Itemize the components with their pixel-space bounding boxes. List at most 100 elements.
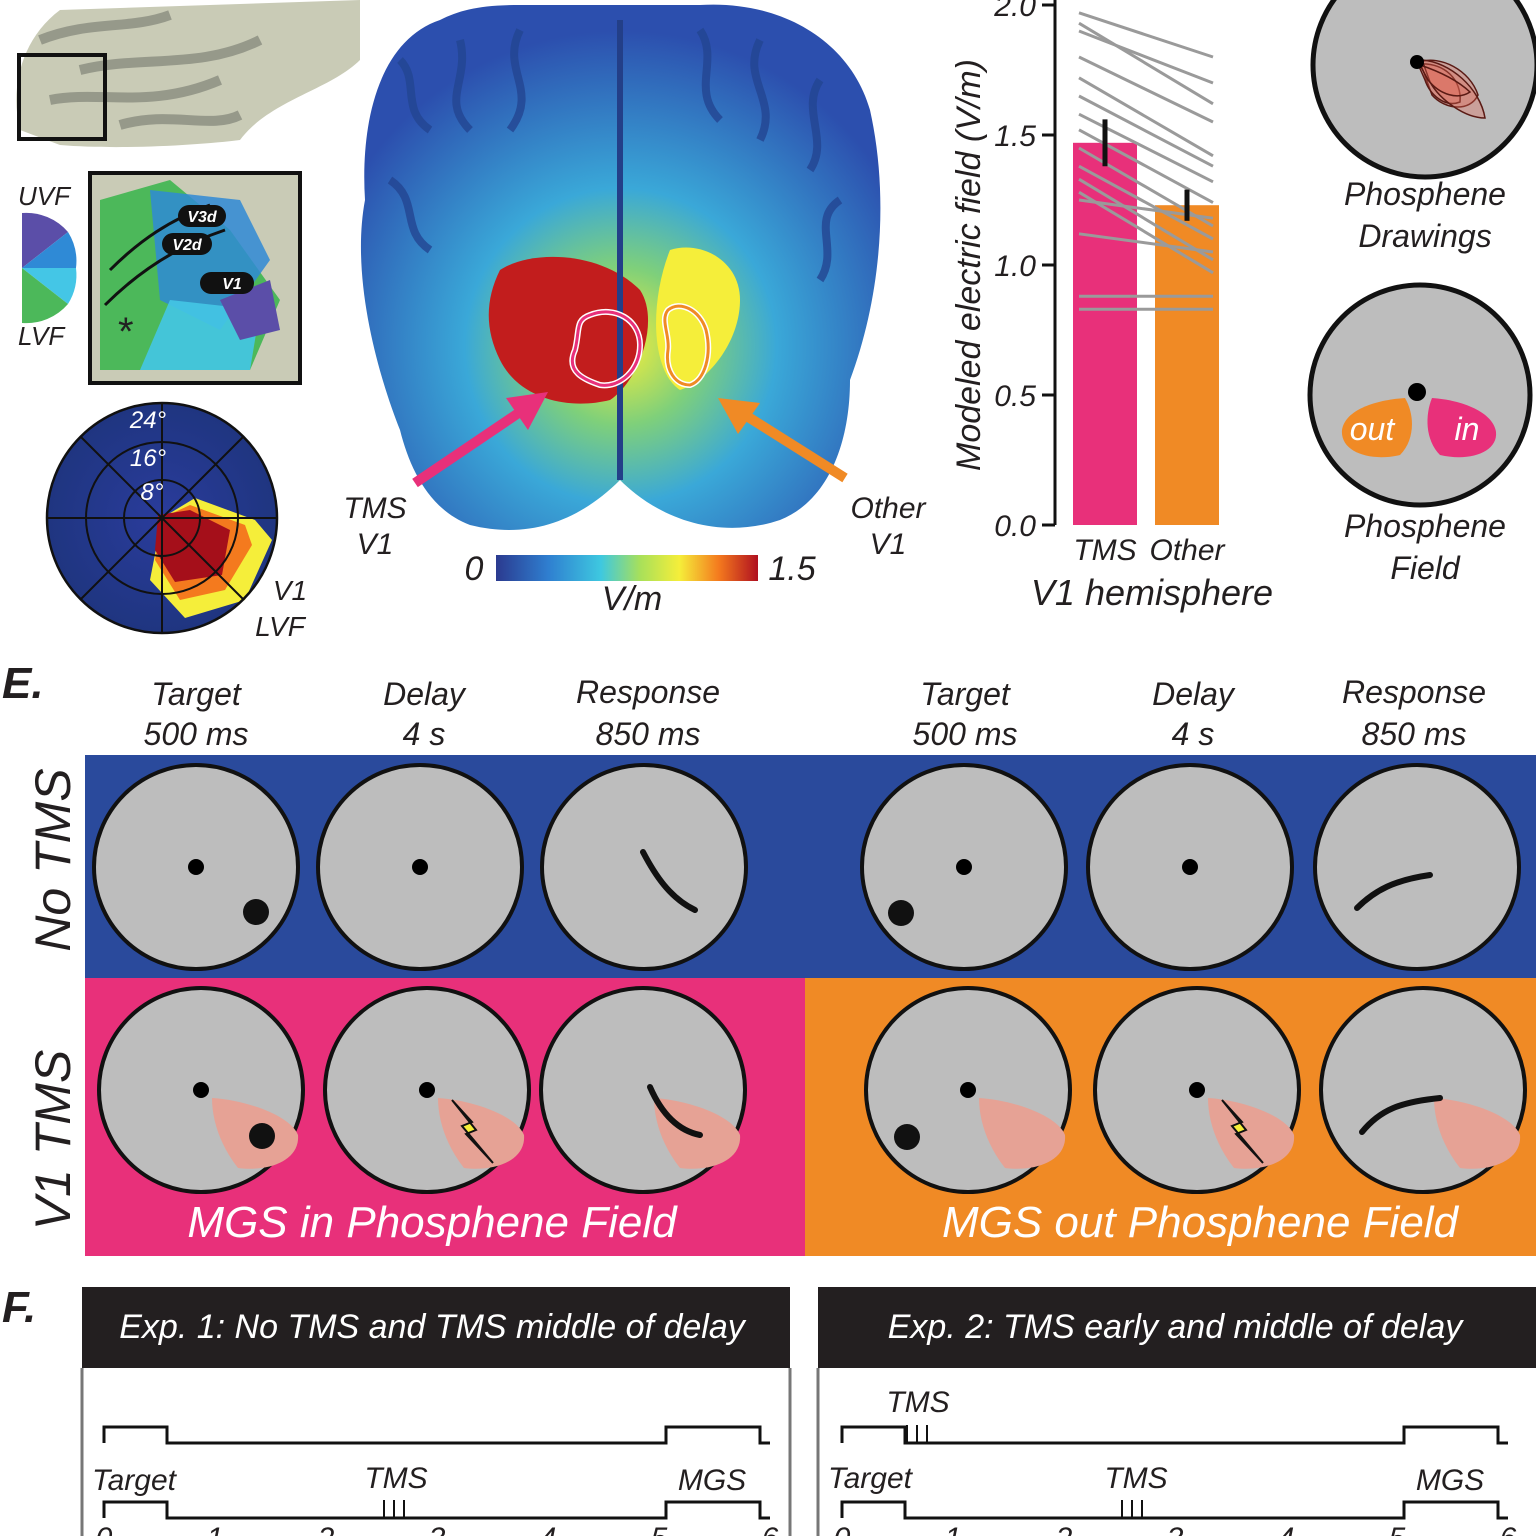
tms-arrow-icon [506,392,548,430]
time-tick-label: 0 [834,1522,851,1536]
subject-line [1078,177,1214,262]
y-tick-label: 1.0 [994,250,1036,283]
y-axis-label: Modeled electric field (V/m) [950,59,988,471]
polar-label-v1: V1 [273,575,307,606]
colorbar-max: 1.5 [768,550,815,588]
time-tick-label: 2 [317,1522,335,1536]
x-tick-label: Other [1149,534,1225,567]
y-tick-label: 0.0 [994,510,1036,543]
header-response-1: Response [576,674,720,710]
subject-line [1078,232,1214,254]
subject-line [1078,146,1214,228]
lightning-icon [1221,1099,1264,1164]
x-axis-label: V1 hemisphere [1031,572,1273,613]
exp2-timeline: Exp. 2: TMS early and middle of delay TM… [816,1287,1536,1536]
time-tick-label: 0 [96,1522,113,1536]
time-tick-label: 5 [651,1522,668,1536]
time-tick-label: 1 [945,1522,962,1536]
field-label-1: Phosphene [1344,508,1506,544]
subject-line [1078,76,1214,158]
time-tick-label: 6 [1500,1522,1517,1536]
polar-field-plot: 24° 16° 8° V1 LVF [45,401,307,642]
subject-line [1078,112,1214,184]
header-delay-1-dur: 4 s [403,716,446,752]
phosphene-field: out in Phosphene Field [1307,282,1533,586]
inflated-cortex-thumbnail [16,0,361,148]
header-target-2-dur: 500 ms [913,716,1018,752]
time-tick-label: 6 [762,1522,779,1536]
visual-field-wedge-legend: UVF LVF [18,181,77,351]
phosphene-drawings: Phosphene Drawings [1310,0,1536,254]
time-tick-label: 4 [540,1522,557,1536]
exp1-target-label: Target [92,1464,178,1497]
mgs-out-label: MGS out Phosphene Field [942,1198,1460,1247]
mgs-in-label: MGS in Phosphene Field [187,1198,678,1247]
polar-label-lvf: LVF [255,611,307,642]
colorbar [496,555,758,581]
exp2-tms-early-label: TMS [886,1386,949,1419]
header-response-2: Response [1342,674,1486,710]
header-target-1-dur: 500 ms [144,716,249,752]
lightning-icon [451,1099,494,1164]
time-tick-label: 5 [1389,1522,1406,1536]
ring-label-24: 24° [129,407,167,434]
subject-line [1078,11,1214,59]
y-tick-label: 2.0 [993,0,1036,23]
out-label: out [1350,411,1396,447]
ring-label-8: 8° [141,479,164,506]
panel-e-headers: Target 500 ms Delay 4 s Response 850 ms … [144,674,1487,752]
time-tick-label: 3 [429,1522,446,1536]
header-target-1: Target [151,676,242,712]
field-label-2: Field [1390,550,1461,586]
drawings-label-2: Drawings [1358,218,1491,254]
bar-other [1155,205,1219,525]
other-v1-label-2: V1 [870,528,907,561]
in-label: in [1455,411,1480,447]
row-label-no-tms: No TMS [25,768,81,951]
v1-tms-trial-sequence [97,986,1527,1194]
uvf-label: UVF [18,181,72,211]
v3d-label: V3d [187,209,218,226]
tms-v1-label-2: V1 [357,528,394,561]
header-delay-2-dur: 4 s [1172,716,1215,752]
v2d-label: V2d [172,237,203,254]
exp1-title: Exp. 1: No TMS and TMS middle of delay [119,1308,746,1346]
efield-bar-chart: 0.0 0.5 1.0 1.5 2.0 TMS Other Modeled electri… [950,0,1273,613]
subject-line [1078,164,1214,241]
row-label-v1-tms: V1 TMS [25,1050,81,1231]
subject-line [1078,21,1214,106]
panel-f-label: F. [2,1283,36,1332]
y-tick-label: 1.5 [994,120,1036,153]
tms-v1-label-1: TMS [343,492,406,525]
time-tick-label: 2 [1055,1522,1073,1536]
lvf-label: LVF [18,321,66,351]
subject-line [1078,29,1214,85]
colorbar-unit: V/m [602,580,662,618]
subject-line [1078,94,1214,168]
other-arrow-icon [718,398,760,434]
exp2-target-label: Target [828,1462,914,1495]
subject-line [1078,128,1214,204]
x-tick-label: TMS [1073,534,1136,567]
v1-label: V1 [222,276,242,293]
colorbar-min: 0 [465,550,484,588]
time-tick-label: 3 [1167,1522,1184,1536]
other-v1-label-1: Other [850,492,926,525]
time-tick-label: 1 [207,1522,224,1536]
exp1-timeline: Exp. 1: No TMS and TMS middle of delay T… [80,1287,792,1536]
exp2-title: Exp. 2: TMS early and middle of delay [888,1308,1464,1346]
exp1-tms-label: TMS [364,1462,427,1495]
header-response-2-dur: 850 ms [1362,716,1467,752]
header-target-2: Target [920,676,1011,712]
brain-efield-render: TMS V1 Other V1 0 1.5 V/m [343,4,927,618]
ring-label-16: 16° [130,445,167,472]
no-tms-trial-sequence [92,763,1521,971]
exp2-tms-mid-label: TMS [1104,1462,1167,1495]
asterisk-icon: * [118,310,134,354]
panel-e-label: E. [2,659,44,708]
y-tick-label: 0.5 [994,380,1036,413]
subject-line [1078,198,1214,220]
drawings-label-1: Phosphene [1344,176,1506,212]
zoom-box [17,53,107,141]
